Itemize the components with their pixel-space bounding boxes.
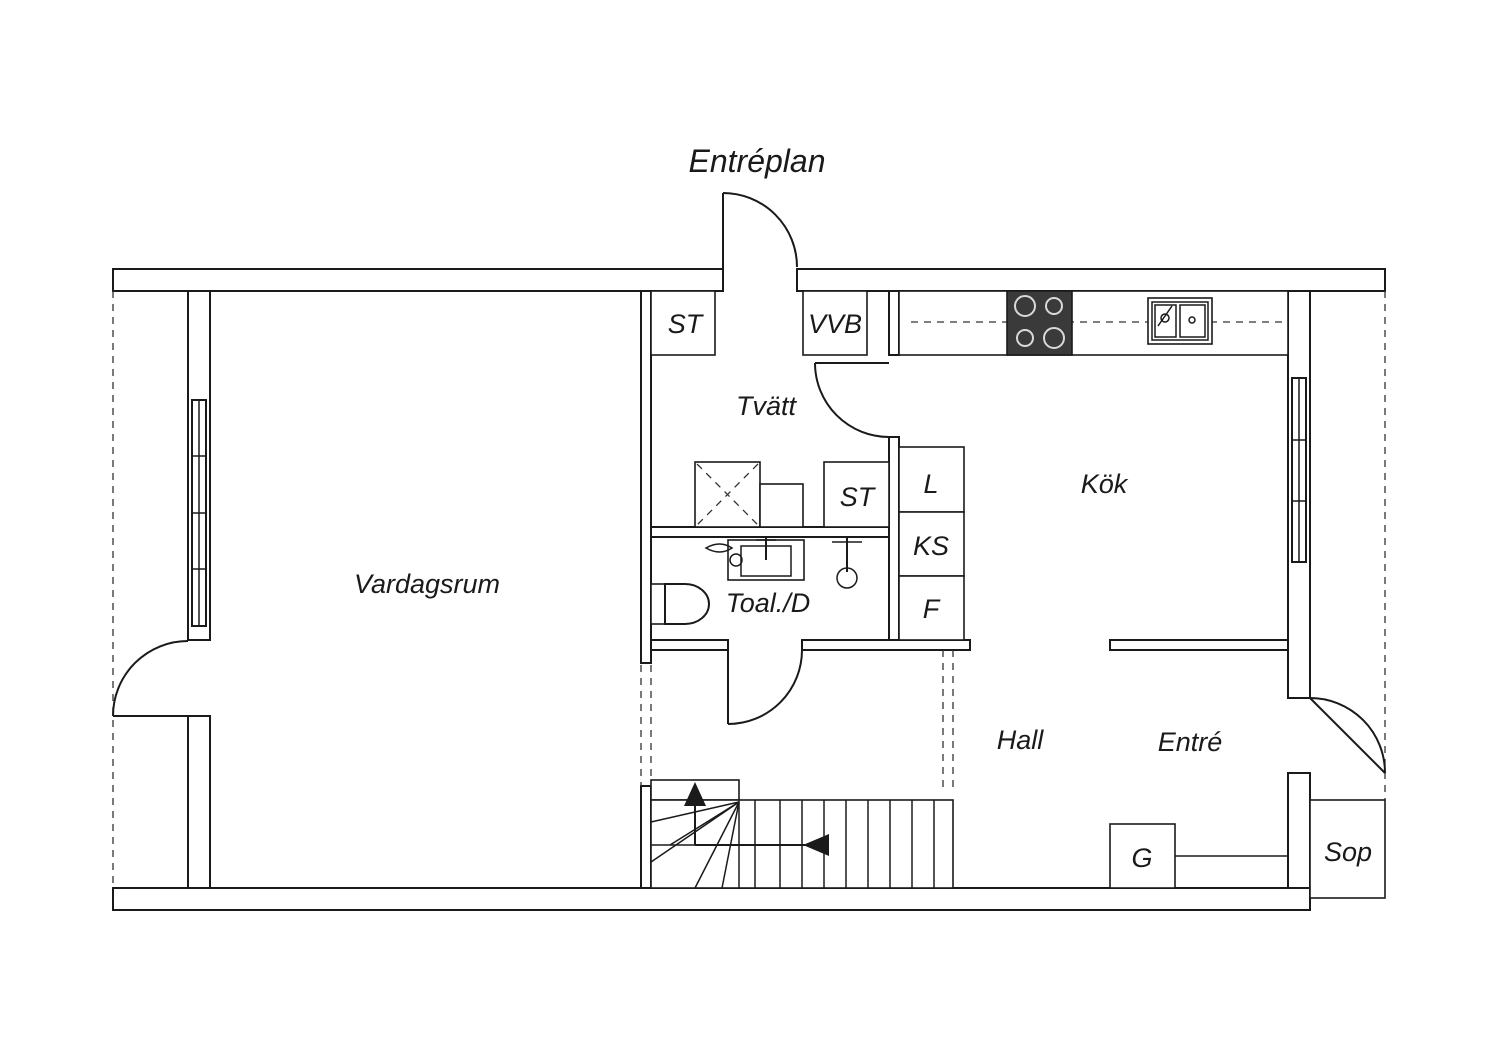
room-kok: Kök	[1081, 469, 1129, 499]
closet-st-laundry: ST	[823, 461, 890, 528]
cabinet-column: L KS F	[898, 446, 965, 641]
water-heater-vvb-label: VVB	[808, 309, 862, 339]
dryer	[759, 483, 804, 528]
closet-st-laundry-label: ST	[840, 482, 877, 512]
exterior-boundary	[112, 291, 1386, 888]
entry-door[interactable]	[1288, 697, 1386, 774]
room-vardagsrum: Vardagsrum	[354, 569, 500, 599]
cabinet-ks-label: KS	[913, 531, 949, 561]
water-heater-vvb: VVB	[802, 290, 868, 356]
stove-icon	[1006, 290, 1073, 356]
wardrobe-g-label: G	[1131, 843, 1152, 873]
room-hall: Hall	[997, 725, 1045, 755]
toilet-icon	[650, 583, 710, 625]
waste-storage-sop: Sop	[1309, 799, 1386, 899]
window-left	[191, 399, 207, 627]
kitchen-counter	[898, 290, 1289, 356]
closet-st-top-label: ST	[668, 309, 705, 339]
bathroom-door[interactable]	[727, 649, 803, 725]
laundry-door[interactable]	[814, 362, 890, 438]
window-right	[1291, 377, 1307, 563]
left-terrace-door[interactable]	[112, 640, 189, 717]
staircase	[650, 779, 954, 889]
shower-icon	[832, 537, 862, 589]
wardrobe-g: G	[1109, 823, 1288, 889]
stair-arrow-left-icon	[803, 834, 829, 856]
hall-dashed-lines	[640, 650, 954, 792]
sink-icon	[704, 537, 805, 581]
waste-storage-sop-label: Sop	[1324, 837, 1372, 867]
cabinet-f-label: F	[923, 594, 941, 624]
plan-title: Entréplan	[689, 143, 826, 179]
closet-st-top: ST	[650, 290, 716, 356]
room-toalett: Toal./D	[726, 588, 811, 618]
stair-arrow-up-icon	[684, 782, 706, 806]
cabinet-l-label: L	[923, 469, 938, 499]
kitchen-sink-icon	[1147, 297, 1213, 345]
washing-machine	[694, 461, 761, 528]
room-entre: Entré	[1158, 727, 1223, 757]
front-door[interactable]	[722, 192, 798, 269]
room-tvatt: Tvätt	[736, 391, 798, 421]
